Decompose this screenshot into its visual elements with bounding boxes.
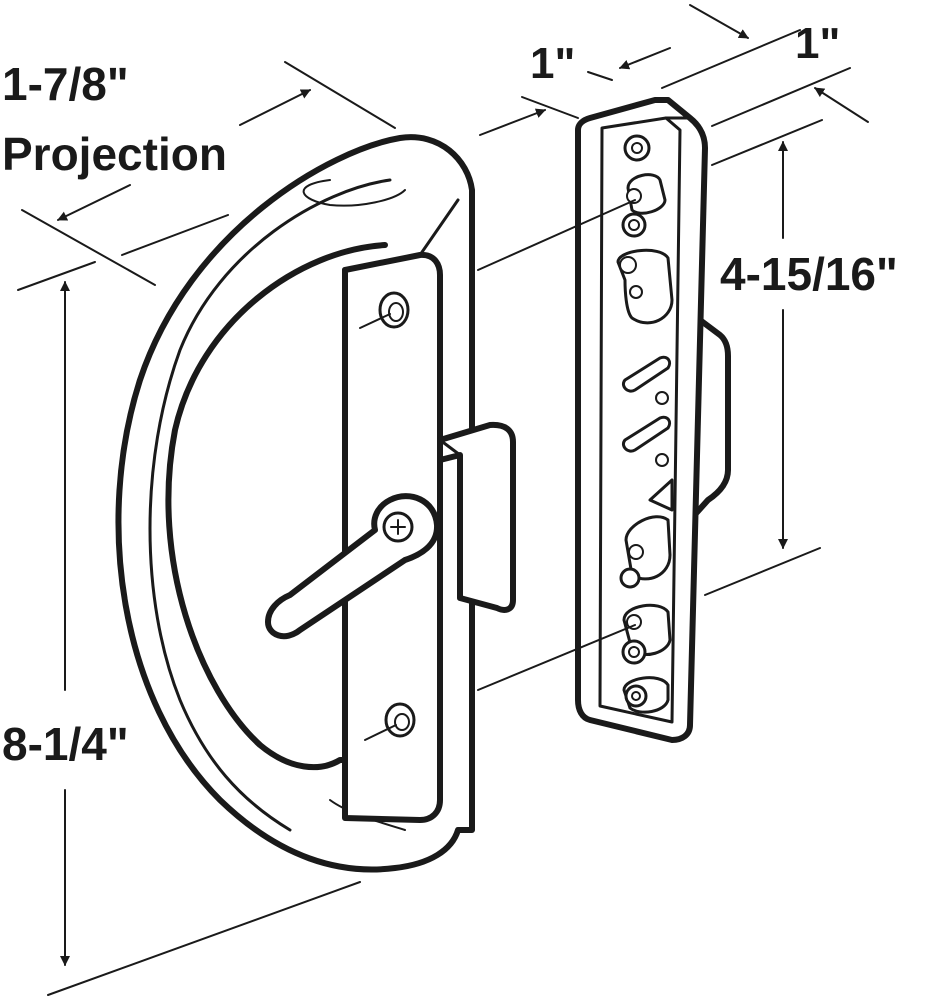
projection-word-label: Projection <box>2 128 227 180</box>
handle-grip-opening <box>165 242 388 771</box>
dimension-top-width: 1" 1" <box>479 4 869 136</box>
mounting-plate-recess <box>598 116 682 724</box>
dimension-projection: 1-7/8" Projection <box>2 58 396 286</box>
dimension-inner-height: 4-15/16" <box>711 119 898 549</box>
plate-boss-2 <box>621 173 667 238</box>
top-width-left-label: 1" <box>530 39 575 88</box>
plate-pin-1 <box>621 355 672 405</box>
plate-pin-2 <box>621 415 672 467</box>
plate-boss-1 <box>623 134 651 162</box>
screw-hole-bottom <box>364 702 416 741</box>
handle-grip-highlight <box>302 179 406 207</box>
mounting-plate-assembly <box>575 97 731 743</box>
screw-hole-top <box>359 291 410 329</box>
plate-boss-4 <box>619 515 672 589</box>
handle-assembly <box>115 134 516 873</box>
handle-grip-edge <box>148 178 392 832</box>
plate-catch <box>648 478 674 512</box>
plate-boss-3 <box>616 248 674 325</box>
latch-lever <box>265 493 440 640</box>
overall-height-label: 8-1/4" <box>2 718 129 770</box>
projection-value-label: 1-7/8" <box>2 58 129 110</box>
alignment-lines <box>477 199 821 691</box>
top-width-right-label: 1" <box>795 19 840 68</box>
handle-plate-edge <box>418 198 460 257</box>
plate-boss-5 <box>621 603 672 665</box>
inner-height-label: 4-15/16" <box>720 248 898 300</box>
handle-latch-bracket <box>437 421 516 613</box>
dimension-overall-height: 8-1/4" <box>2 261 361 996</box>
plate-boss-6 <box>622 676 670 714</box>
